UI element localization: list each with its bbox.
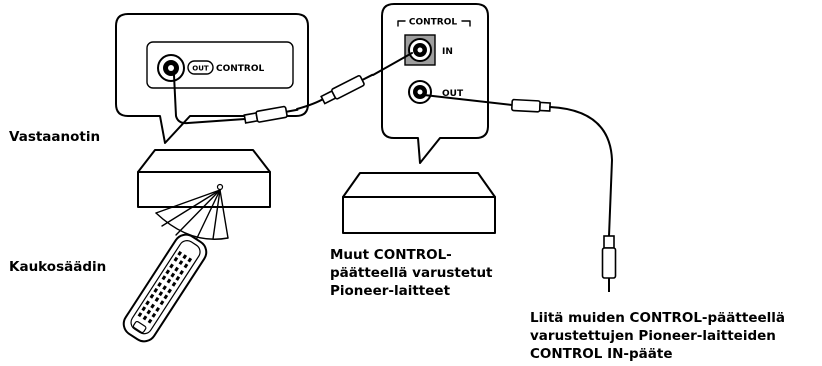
other-device-unit — [342, 172, 496, 234]
remote-control-icon — [122, 233, 208, 343]
receiver-out-badge-label: OUT — [192, 65, 209, 73]
receiver-jack-panel — [146, 41, 294, 89]
other-devices-line-1: Muut CONTROL- — [330, 247, 452, 263]
control-cable-2 — [423, 94, 617, 292]
connect-note-line-2: varustettujen Pioneer-laitteiden — [530, 328, 776, 344]
other-devices-line-3: Pioneer-laitteet — [330, 283, 451, 299]
receiver-label: Vastaanotin — [9, 129, 100, 145]
out-label: OUT — [442, 89, 464, 99]
connect-note-line-3: CONTROL IN-pääte — [530, 346, 672, 362]
control-in-jack — [408, 38, 432, 62]
device-callout: CONTROL IN OUT — [381, 3, 489, 164]
control-out-jack — [408, 80, 432, 104]
receiver-control-out-jack — [157, 54, 185, 82]
receiver-unit — [137, 149, 271, 240]
connect-note-line-1: Liitä muiden CONTROL-päätteellä — [530, 310, 785, 326]
panel-control-title: CONTROL — [409, 18, 458, 28]
receiver-callout: OUT CONTROL — [115, 13, 309, 144]
connect-note: Liitä muiden CONTROL-päätteellä varustet… — [530, 310, 785, 362]
control-cable-1 — [173, 52, 413, 125]
remote-label: Kaukosäädin — [9, 259, 106, 275]
other-devices-label: Muut CONTROL- päätteellä varustetut Pion… — [330, 247, 493, 299]
receiver-control-label: CONTROL — [216, 64, 265, 74]
other-devices-line-2: päätteellä varustetut — [330, 265, 493, 281]
in-label: IN — [442, 47, 453, 57]
out-badge — [187, 60, 214, 75]
hanging-plug — [601, 235, 617, 292]
